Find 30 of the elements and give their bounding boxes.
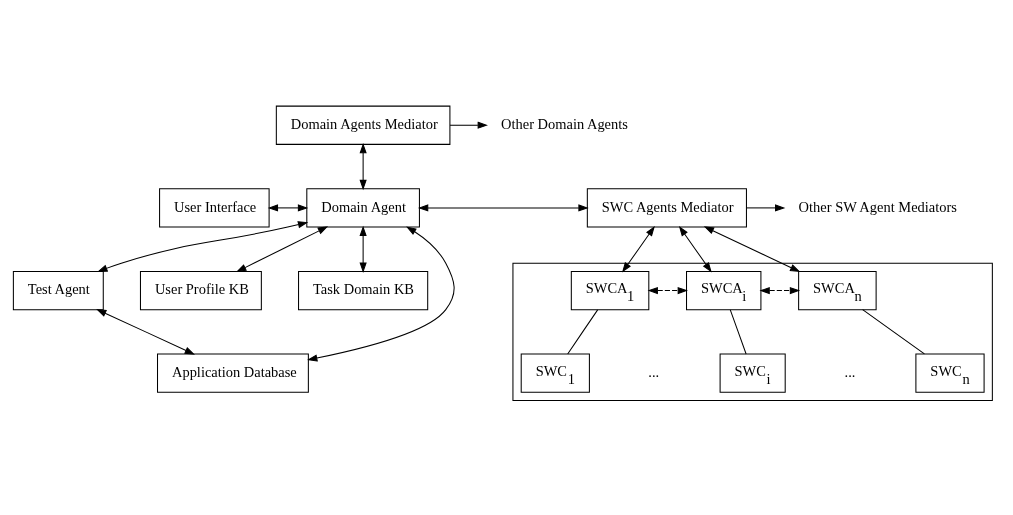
arrow [235,226,328,273]
arrow [621,225,655,273]
arrow [306,226,455,362]
arrow [359,225,367,273]
label: ... [844,364,855,381]
node-box: SWC Agents Mediator [586,188,747,228]
arrow [678,225,712,273]
node-box: Test Agent [12,270,104,311]
node-box: User Interface [158,188,270,228]
node-text: Other Domain Agents [500,116,628,133]
arrow [95,309,195,355]
node-box: User Profile KB [139,270,262,311]
arrow [449,121,488,129]
arrow [758,286,800,295]
node-box: Domain Agents Mediator [275,105,450,145]
node-text: Other SW Agent Mediators [798,198,957,215]
connector [861,309,925,355]
node-box: Task Domain KB [297,270,428,311]
connector [729,309,747,355]
arrow [417,204,589,212]
arrow [703,226,800,273]
connector [566,309,598,355]
arrow [96,221,308,272]
arrow [745,204,785,212]
arrow [267,204,308,212]
node-box: Application Database [156,353,309,393]
arrow [647,286,688,295]
arrow [359,143,367,191]
node-box: Domain Agent [305,188,420,228]
label: ... [647,364,659,381]
